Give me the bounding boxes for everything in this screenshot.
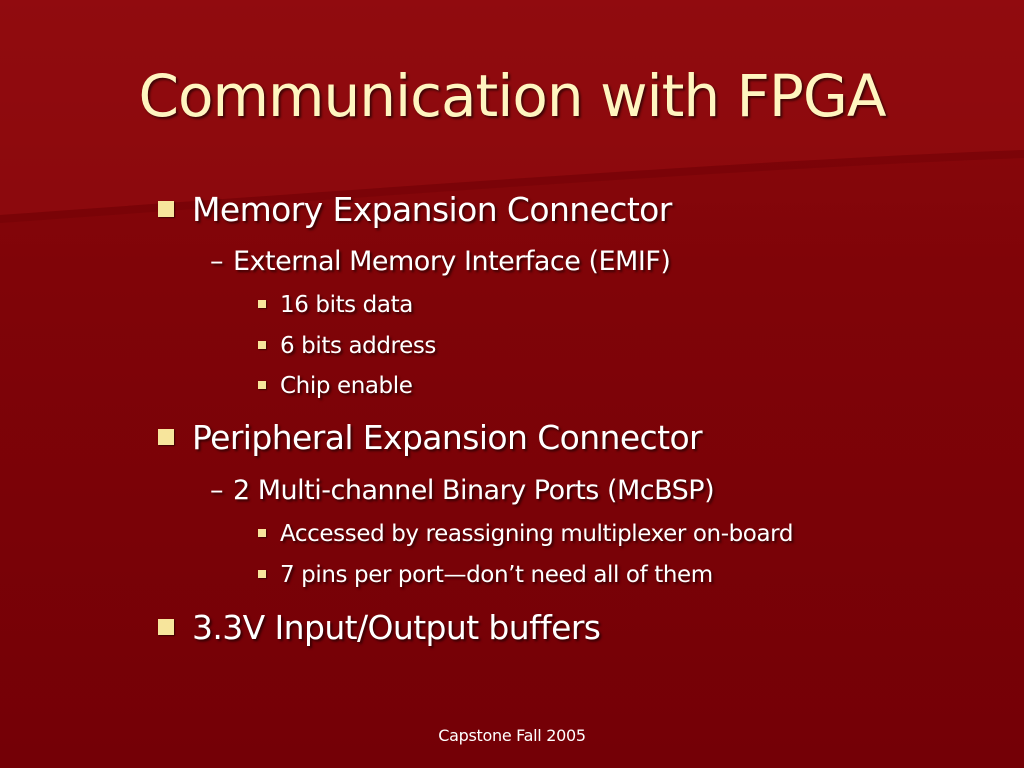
- bullet-item-memory-expansion: Memory Expansion Connector: [158, 190, 672, 229]
- dash-marker: –: [210, 246, 224, 277]
- bullet-item-peripheral-expansion: Peripheral Expansion Connector: [158, 418, 703, 457]
- bullet-text: Peripheral Expansion Connector: [192, 418, 703, 457]
- sub-sub-bullet-chip-enable: Chip enable: [258, 373, 413, 399]
- bullet-text: Memory Expansion Connector: [192, 190, 672, 229]
- small-square-bullet-icon: [258, 340, 266, 349]
- sub-sub-bullet-data-bits: 16 bits data: [258, 292, 413, 318]
- small-square-bullet-icon: [258, 528, 266, 537]
- bullet-text: 6 bits address: [280, 333, 437, 359]
- slide-title: Communication with FPGA: [138, 62, 886, 130]
- dash-marker: –: [210, 475, 224, 506]
- sub-sub-bullet-address-bits: 6 bits address: [258, 333, 436, 359]
- bullet-item-io-buffers: 3.3V Input/Output buffers: [158, 608, 601, 647]
- sub-bullet-emif: –External Memory Interface (EMIF): [210, 246, 671, 277]
- sub-sub-bullet-multiplexer: Accessed by reassigning multiplexer on-b…: [258, 521, 793, 547]
- bullet-text: External Memory Interface (EMIF): [233, 246, 671, 277]
- bullet-text: 2 Multi-channel Binary Ports (McBSP): [233, 475, 715, 506]
- slide-footer: Capstone Fall 2005: [438, 726, 586, 745]
- small-square-bullet-icon: [258, 299, 266, 308]
- square-bullet-icon: [158, 200, 174, 217]
- bullet-text: Accessed by reassigning multiplexer on-b…: [280, 521, 794, 547]
- square-bullet-icon: [158, 618, 174, 635]
- bullet-text: 7 pins per port—don’t need all of them: [280, 562, 713, 588]
- small-square-bullet-icon: [258, 380, 266, 389]
- bullet-text: 3.3V Input/Output buffers: [192, 608, 601, 647]
- sub-bullet-mcbsp: –2 Multi-channel Binary Ports (McBSP): [210, 475, 715, 506]
- bullet-text: Chip enable: [280, 373, 413, 399]
- small-square-bullet-icon: [258, 569, 266, 578]
- bullet-text: 16 bits data: [280, 292, 413, 318]
- square-bullet-icon: [158, 428, 174, 445]
- sub-sub-bullet-pins-per-port: 7 pins per port—don’t need all of them: [258, 562, 713, 588]
